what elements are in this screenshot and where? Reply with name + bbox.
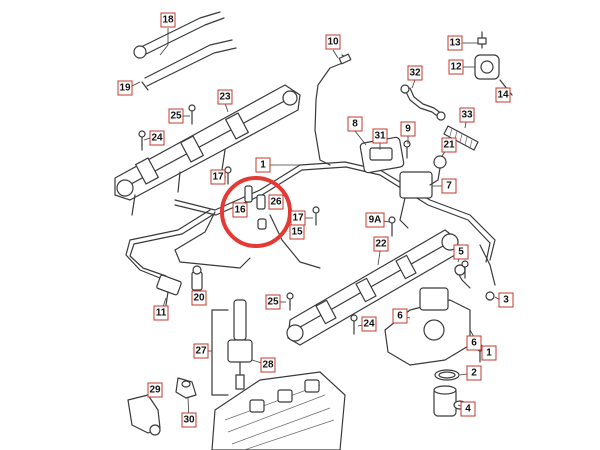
callout-label-3[interactable]: 3 xyxy=(498,292,514,308)
callout-label-24[interactable]: 24 xyxy=(149,130,165,146)
hose-33 xyxy=(443,125,479,151)
callout-label-17-b[interactable]: 17 xyxy=(290,210,306,226)
svg-text:27: 27 xyxy=(195,346,207,357)
callout-label-25[interactable]: 25 xyxy=(168,108,184,124)
svg-text:28: 28 xyxy=(262,360,274,371)
svg-text:6: 6 xyxy=(471,338,477,349)
svg-text:16: 16 xyxy=(234,205,246,216)
callout-group: 18 10 13 12 14 19 32 25 xyxy=(117,12,514,428)
svg-text:25: 25 xyxy=(267,297,279,308)
svg-text:19: 19 xyxy=(119,83,131,94)
callout-label-15[interactable]: 15 xyxy=(289,224,305,240)
svg-text:33: 33 xyxy=(461,110,473,121)
callout-label-7[interactable]: 7 xyxy=(441,178,457,194)
callout-label-29[interactable]: 29 xyxy=(147,382,163,398)
callout-label-14[interactable]: 14 xyxy=(495,87,511,103)
svg-text:30: 30 xyxy=(183,415,195,426)
callout-label-1[interactable]: 1 xyxy=(255,157,271,173)
svg-text:9: 9 xyxy=(405,124,411,135)
cylinder-head xyxy=(211,371,346,450)
o-ring xyxy=(434,369,460,381)
callout-label-30[interactable]: 30 xyxy=(181,412,197,428)
fuel-line-11 xyxy=(125,209,215,306)
callout-label-6[interactable]: 6 xyxy=(392,308,408,324)
svg-text:5: 5 xyxy=(458,247,464,258)
svg-text:6: 6 xyxy=(397,311,403,322)
fitting-16-26 xyxy=(244,185,267,230)
svg-text:24: 24 xyxy=(363,319,375,330)
svg-text:8: 8 xyxy=(352,119,358,130)
callout-label-19[interactable]: 19 xyxy=(117,80,133,96)
svg-text:20: 20 xyxy=(193,293,205,304)
svg-text:1: 1 xyxy=(260,160,266,171)
callout-label-18[interactable]: 18 xyxy=(160,12,176,28)
leader-lines xyxy=(127,28,501,421)
callout-label-9a[interactable]: 9A xyxy=(365,212,385,228)
clip-30 xyxy=(175,377,197,399)
callout-label-25-b[interactable]: 25 xyxy=(265,294,281,310)
callout-label-22[interactable]: 22 xyxy=(373,236,389,252)
wiring-harness-clip xyxy=(133,11,237,91)
callout-label-20[interactable]: 20 xyxy=(191,290,207,306)
svg-text:26: 26 xyxy=(270,197,282,208)
callout-label-31[interactable]: 31 xyxy=(372,128,388,144)
svg-text:21: 21 xyxy=(443,140,455,151)
svg-text:32: 32 xyxy=(409,68,421,79)
svg-text:22: 22 xyxy=(375,239,387,250)
highlight-circle xyxy=(220,176,292,248)
injector xyxy=(211,299,253,396)
callout-label-9[interactable]: 9 xyxy=(400,121,416,137)
callout-label-5[interactable]: 5 xyxy=(453,244,469,260)
callout-label-12[interactable]: 12 xyxy=(448,59,464,75)
svg-text:23: 23 xyxy=(219,92,231,103)
svg-text:31: 31 xyxy=(374,131,386,142)
svg-text:1: 1 xyxy=(486,348,492,359)
sensor-20 xyxy=(191,265,203,291)
svg-text:7: 7 xyxy=(446,181,452,192)
callout-label-24-b[interactable]: 24 xyxy=(361,316,377,332)
callout-label-32[interactable]: 32 xyxy=(407,65,423,81)
svg-text:13: 13 xyxy=(449,38,461,49)
svg-text:25: 25 xyxy=(170,111,182,122)
callout-label-28[interactable]: 28 xyxy=(260,357,276,373)
svg-text:9A: 9A xyxy=(369,215,382,226)
callout-label-1-b[interactable]: 1 xyxy=(481,345,497,361)
bracket-12 xyxy=(474,31,513,96)
callout-label-8[interactable]: 8 xyxy=(347,116,363,132)
svg-text:24: 24 xyxy=(151,133,163,144)
callout-label-13[interactable]: 13 xyxy=(447,35,463,51)
svg-text:2: 2 xyxy=(471,368,477,379)
callout-label-11[interactable]: 11 xyxy=(153,305,169,321)
callout-label-2[interactable]: 2 xyxy=(466,365,482,381)
callout-label-33[interactable]: 33 xyxy=(459,107,475,123)
svg-text:3: 3 xyxy=(503,295,509,306)
callout-label-6-b[interactable]: 6 xyxy=(466,335,482,351)
svg-text:11: 11 xyxy=(156,308,167,319)
svg-text:29: 29 xyxy=(149,385,161,396)
callout-label-27[interactable]: 27 xyxy=(193,343,209,359)
callout-label-4[interactable]: 4 xyxy=(460,401,476,417)
fuel-line-10 xyxy=(314,53,352,166)
svg-text:14: 14 xyxy=(497,90,509,101)
fuel-rail-upper xyxy=(114,84,301,216)
pipe-32 xyxy=(400,84,446,121)
svg-text:17: 17 xyxy=(292,213,304,224)
svg-text:18: 18 xyxy=(162,15,174,26)
svg-text:4: 4 xyxy=(465,404,471,415)
bracket-29 xyxy=(127,394,161,436)
callout-label-21[interactable]: 21 xyxy=(441,137,457,153)
callout-label-10[interactable]: 10 xyxy=(325,34,341,50)
svg-text:15: 15 xyxy=(291,227,303,238)
callout-label-17[interactable]: 17 xyxy=(210,169,226,185)
svg-text:12: 12 xyxy=(450,62,462,73)
callout-label-23[interactable]: 23 xyxy=(217,89,233,105)
svg-text:10: 10 xyxy=(327,37,339,48)
callout-label-16[interactable]: 16 xyxy=(232,202,248,218)
pressure-regulator-cluster xyxy=(359,136,447,229)
callout-label-26[interactable]: 26 xyxy=(268,194,284,210)
svg-text:17: 17 xyxy=(212,172,224,183)
